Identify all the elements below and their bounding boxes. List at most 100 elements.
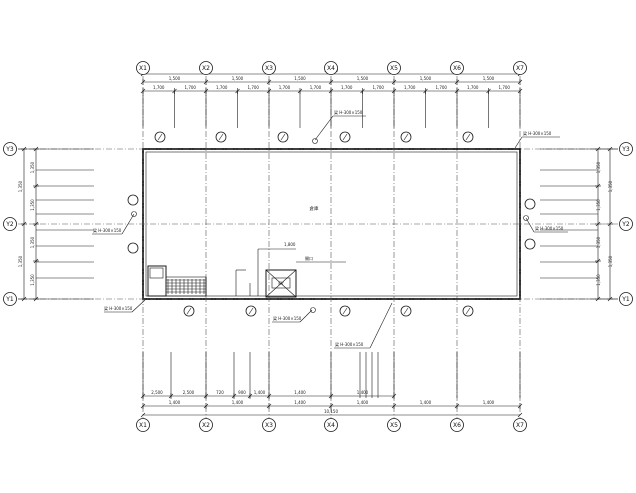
- grid-bubble-right-y1: Y1: [619, 292, 633, 306]
- bottom-sub-dimension-2: 2,500: [183, 390, 195, 395]
- left-outer-dimension-1: 1,350: [18, 180, 23, 192]
- top-sub-dimension-2: 1,700: [185, 85, 197, 90]
- stair-dimension: 1,800: [284, 242, 296, 247]
- bottom-sub-dimension-7: 1,400: [357, 390, 369, 395]
- grid-bubbles-left: Y1 Y2 Y3: [3, 142, 17, 306]
- top-span-dimension-6: 1,500: [483, 76, 495, 81]
- svg-text:X3: X3: [265, 422, 273, 429]
- svg-text:X5: X5: [390, 65, 398, 72]
- top-sub-dimension-10: 1,700: [436, 85, 448, 90]
- svg-text:Y2: Y2: [5, 221, 14, 228]
- grid-bubble-bottom-x6: X6: [450, 418, 464, 432]
- svg-text:X7: X7: [516, 422, 524, 429]
- note-opening: 開口: [305, 255, 313, 261]
- beam-marker-right: [523, 215, 529, 221]
- top-sub-dimension-12: 1,700: [499, 85, 511, 90]
- grid-bubble-right-y2: Y2: [619, 217, 633, 231]
- grid-bubbles-right: Y1 Y2 Y3: [619, 142, 633, 306]
- svg-text:X6: X6: [453, 422, 461, 429]
- grid-bubble-top-x2: X2: [199, 61, 213, 75]
- right-dimension-chain: 1,350 1,350 1,350 1,350 1,350 1,350: [540, 146, 618, 302]
- svg-text:Y1: Y1: [5, 296, 14, 303]
- right-inner-dimension-2: 1,350: [596, 199, 601, 211]
- top-span-dimension-1: 1,500: [169, 76, 181, 81]
- room-label: 倉庫: [310, 205, 319, 212]
- beam-marker-left: [131, 211, 137, 217]
- grid-bubbles-bottom: X1 X2 X3 X4 X5 X6 X7: [136, 418, 527, 432]
- left-outer-dimension-2: 1,350: [18, 255, 23, 267]
- column-mark-left-2: [127, 242, 139, 254]
- grid-bubble-left-y2: Y2: [3, 217, 17, 231]
- svg-text:X2: X2: [202, 65, 210, 72]
- top-sub-dimension-8: 1,700: [373, 85, 385, 90]
- top-sub-dimension-6: 1,700: [310, 85, 322, 90]
- bottom-span-dimension-2: 1,400: [232, 400, 244, 405]
- right-outer-dimension-2: 1,350: [608, 255, 613, 267]
- beam-marker-top: [312, 138, 318, 144]
- grid-bubble-bottom-x5: X5: [387, 418, 401, 432]
- column-mark-right-2: [524, 238, 536, 250]
- stair: [147, 265, 207, 297]
- column-mark-right-1: [524, 198, 536, 210]
- grid-bubble-top-x3: X3: [262, 61, 276, 75]
- left-inner-dimension-2: 1,350: [30, 199, 35, 211]
- right-inner-dimension-1: 1,350: [596, 161, 601, 173]
- top-span-dimension-3: 1,500: [294, 76, 306, 81]
- grid-lines: [18, 76, 618, 418]
- grid-bubble-left-y3: Y3: [3, 142, 17, 156]
- beam-marker-bottom: [310, 307, 316, 313]
- top-sub-dimension-1: 1,700: [153, 85, 165, 90]
- svg-text:X6: X6: [453, 65, 461, 72]
- svg-text:X1: X1: [139, 422, 147, 429]
- top-span-dimension-2: 1,500: [232, 76, 244, 81]
- note-right: 梁 H-300×150: [535, 225, 564, 231]
- bottom-span-dimension-5: 1,400: [420, 400, 432, 405]
- grid-bubble-bottom-x1: X1: [136, 418, 150, 432]
- svg-text:X3: X3: [265, 65, 273, 72]
- bottom-sub-dimension-6: 1,400: [294, 390, 306, 395]
- grid-bubble-bottom-x7: X7: [513, 418, 527, 432]
- left-inner-dimension-3: 1,350: [30, 236, 35, 248]
- bottom-sub-dimension-5: 1,400: [254, 390, 266, 395]
- elevator-shaft: EV: [265, 269, 297, 298]
- leader-notes: 梁 H-300×150 梁 H-300×150 梁 H-300×150 梁 H-…: [92, 109, 568, 349]
- grid-bubble-bottom-x4: X4: [324, 418, 338, 432]
- bottom-span-dimension-6: 1,400: [483, 400, 495, 405]
- svg-text:X7: X7: [516, 65, 524, 72]
- note-left: 梁 H-300×150: [93, 227, 122, 233]
- svg-text:X4: X4: [327, 422, 335, 429]
- top-dimension-chain: 10,1501,5001,5001,5001,5001,5001,5001,70…: [140, 68, 523, 128]
- wall-segments: [205, 248, 296, 296]
- top-span-dimension-5: 1,500: [420, 76, 432, 81]
- svg-text:Y1: Y1: [621, 296, 630, 303]
- bottom-sub-dimension-1: 2,500: [151, 390, 163, 395]
- bottom-sub-dimension-3: 720: [216, 390, 224, 395]
- bottom-span-dimension-4: 1,400: [357, 400, 369, 405]
- grid-bubble-top-x6: X6: [450, 61, 464, 75]
- svg-text:Y2: Y2: [621, 221, 630, 228]
- bottom-span-dimension-1: 1,400: [169, 400, 181, 405]
- note-top-center: 梁 H-300×150: [334, 109, 363, 115]
- note-top-right: 梁 H-300×150: [523, 130, 552, 136]
- column-marks: [127, 131, 536, 317]
- note-bottom-center: 梁 H-300×150: [273, 315, 302, 321]
- right-inner-dimension-3: 1,350: [596, 236, 601, 248]
- grid-bubble-left-y1: Y1: [3, 292, 17, 306]
- top-sub-dimension-7: 1,700: [341, 85, 353, 90]
- grid-bubble-top-x4: X4: [324, 61, 338, 75]
- bottom-sub-dimension-4: 900: [238, 390, 246, 395]
- note-bottom-left: 梁 H-300×150: [104, 305, 133, 311]
- svg-text:X5: X5: [390, 422, 398, 429]
- grid-bubble-top-x7: X7: [513, 61, 527, 75]
- grid-bubble-right-y3: Y3: [619, 142, 633, 156]
- svg-text:X2: X2: [202, 422, 210, 429]
- right-outer-dimension-1: 1,350: [608, 180, 613, 192]
- top-sub-dimension-11: 1,700: [467, 85, 479, 90]
- column-mark-left-1: [127, 194, 139, 206]
- right-inner-dimension-4: 1,350: [596, 274, 601, 286]
- top-sub-dimension-4: 1,700: [248, 85, 260, 90]
- bottom-span-dimension-3: 1,400: [294, 400, 306, 405]
